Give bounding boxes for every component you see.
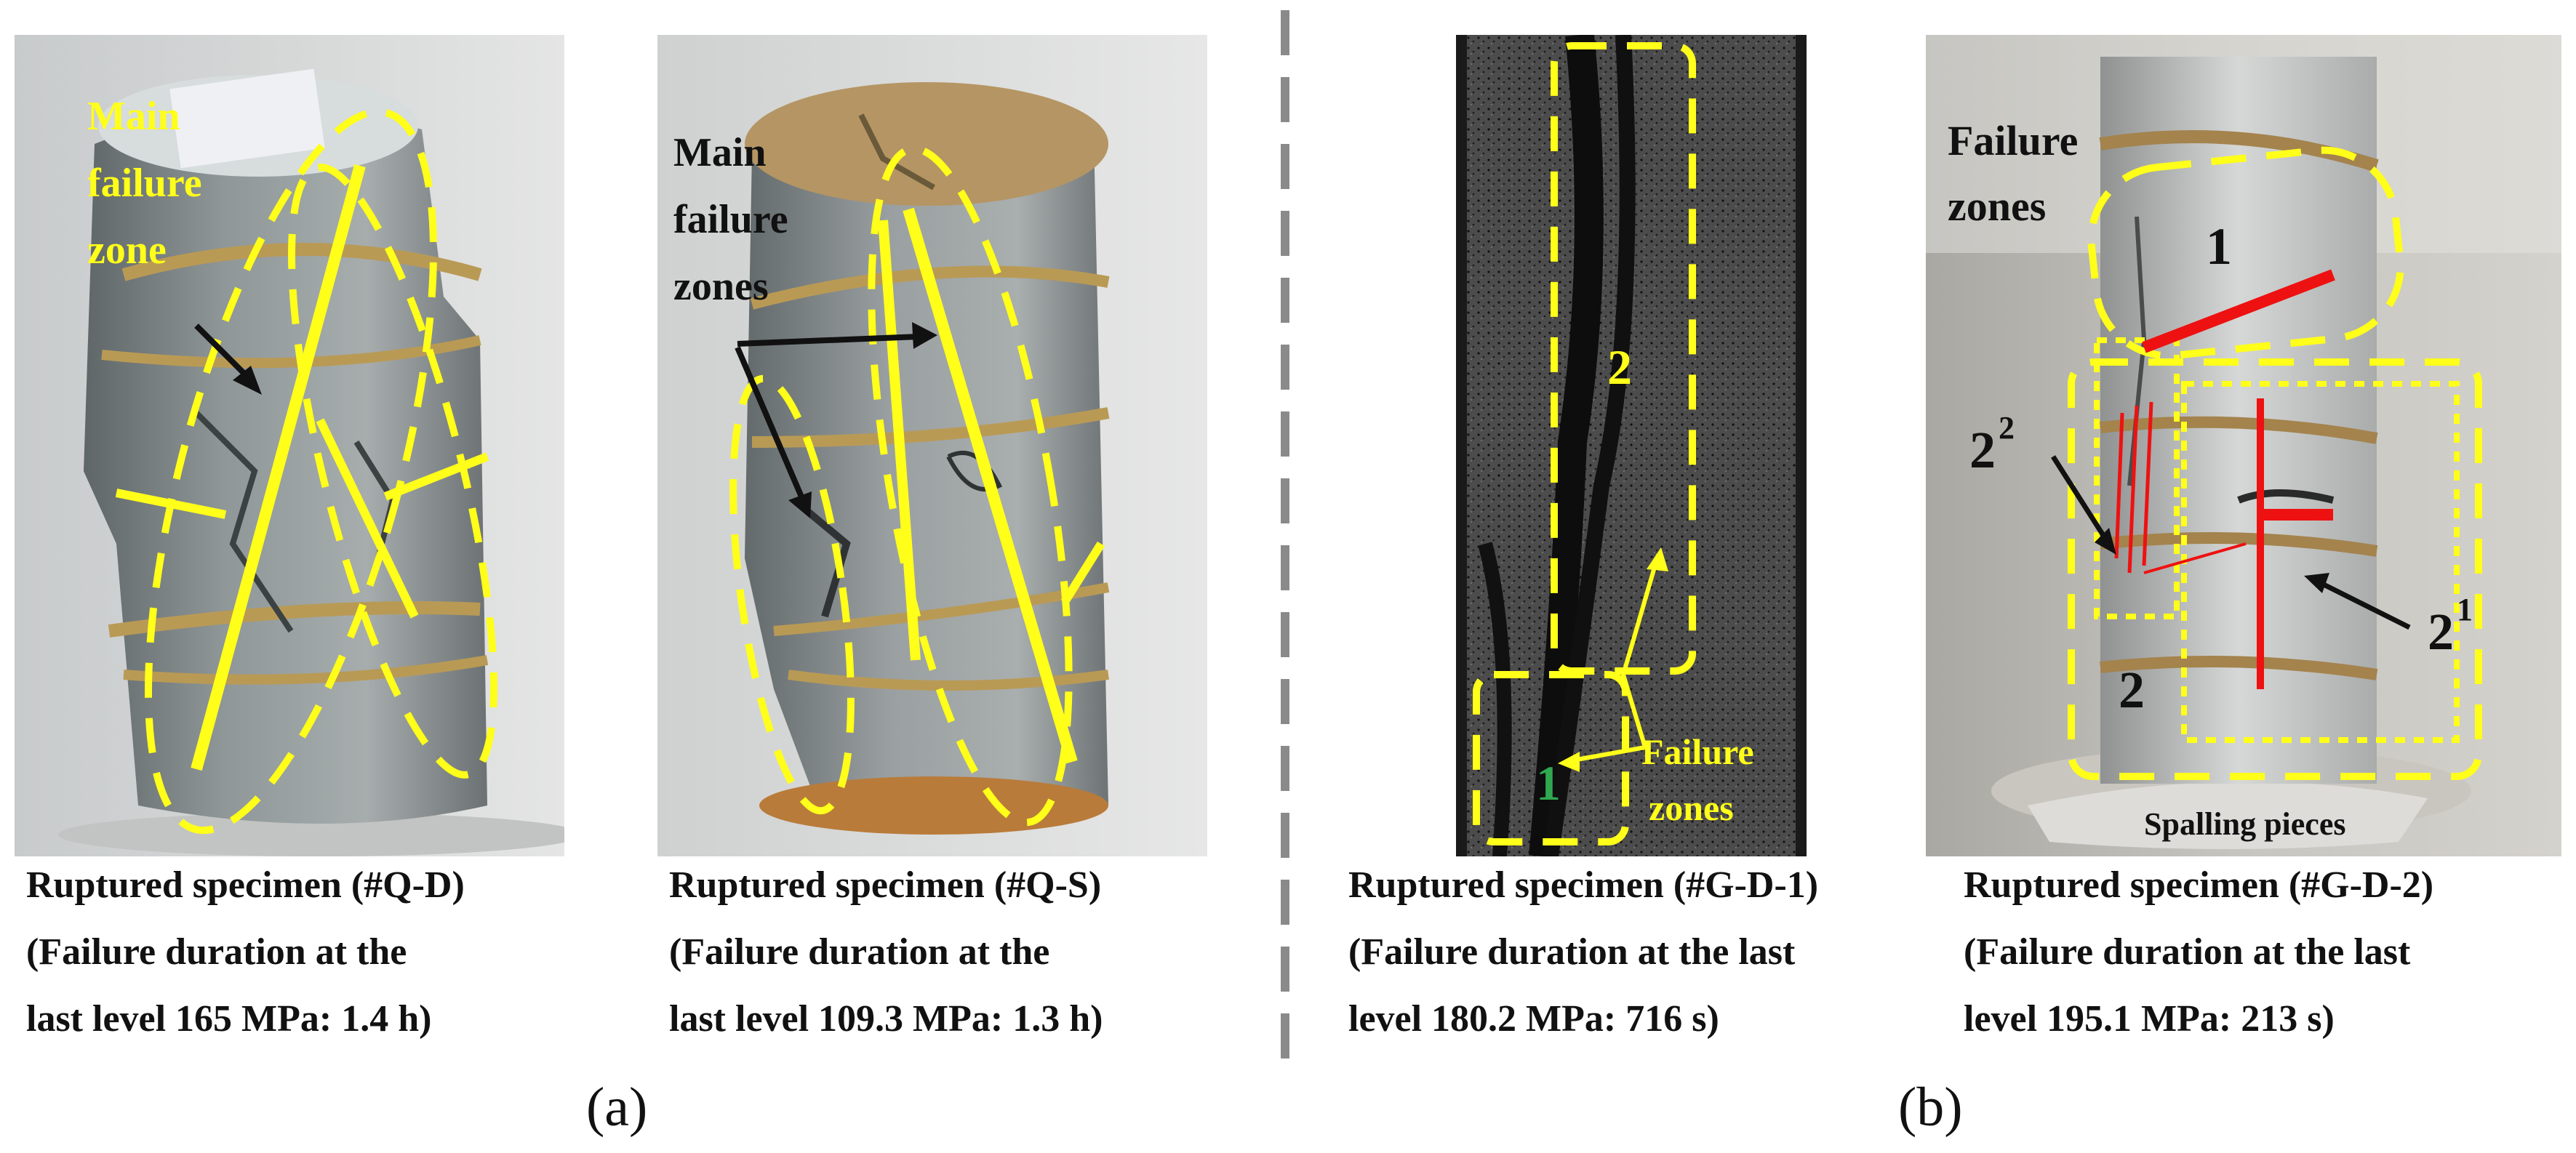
specimen-g-d-1-image: 2 1 Failure zones xyxy=(1456,35,1807,856)
zone-label-g2-superscript-2: 2 xyxy=(1999,410,2015,446)
annotation-main-failure-zones-2: failure xyxy=(673,197,788,242)
zone-label-g2-superscript-1: 1 xyxy=(2457,592,2473,627)
caption-q-d: Ruptured specimen (#Q-D) (Failure durati… xyxy=(26,852,465,1053)
caption-g-d-2: Ruptured specimen (#G-D-2) (Failure dura… xyxy=(1964,852,2433,1053)
caption-g-d-2-line-2: (Failure duration at the last xyxy=(1964,931,2411,973)
caption-g-d-1-line-3: level 180.2 MPa: 716 s) xyxy=(1348,998,1719,1040)
zone-label-g2-2-squared: 2 xyxy=(1969,421,1996,479)
photo-specimen-g-d-1: 2 1 Failure zones xyxy=(1456,35,1807,856)
caption-q-s-line-1: Ruptured specimen (#Q-S) xyxy=(669,864,1102,906)
caption-q-s-line-2: (Failure duration at the xyxy=(669,931,1050,973)
caption-q-s: Ruptured specimen (#Q-S) (Failure durati… xyxy=(669,852,1103,1053)
photo-specimen-g-d-2: Failure zones 1 2 2 2 1 2 Spalling piece… xyxy=(1926,35,2561,856)
annotation-main-failure-zone-3: zone xyxy=(87,228,167,273)
annotation-failure-zones-g1-1: Failure xyxy=(1641,731,1754,772)
caption-g-d-1: Ruptured specimen (#G-D-1) (Failure dura… xyxy=(1348,852,1818,1053)
caption-g-d-1-line-1: Ruptured specimen (#G-D-1) xyxy=(1348,864,1819,906)
caption-q-d-line-1: Ruptured specimen (#Q-D) xyxy=(26,864,465,906)
caption-q-d-line-3: last level 165 MPa: 1.4 h) xyxy=(26,998,432,1040)
annotation-main-failure-zone-2: failure xyxy=(87,161,202,206)
annotation-main-failure-zones-1: Main xyxy=(673,130,767,175)
zone-label-g2-2: 2 xyxy=(2119,661,2145,719)
panel-label-b: (b) xyxy=(1898,1077,1963,1138)
annotation-main-failure-zones-3: zones xyxy=(673,264,769,309)
caption-q-s-line-3: last level 109.3 MPa: 1.3 h) xyxy=(669,998,1103,1040)
specimen-q-s-image: Main failure zones xyxy=(657,35,1207,856)
annotation-failure-zones-g1-2: zones xyxy=(1649,787,1734,828)
zone-label-2: 2 xyxy=(1607,340,1632,395)
caption-g-d-2-line-1: Ruptured specimen (#G-D-2) xyxy=(1964,864,2434,906)
annotation-failure-zones-g2-2: zones xyxy=(1948,182,2046,230)
photo-specimen-q-s: Main failure zones xyxy=(657,35,1207,856)
annotation-main-failure-zone-1: Main xyxy=(87,94,180,139)
spalling-pieces-label: Spalling pieces xyxy=(2144,806,2346,842)
caption-g-d-2-line-3: level 195.1 MPa: 213 s) xyxy=(1964,998,2335,1040)
panel-divider xyxy=(1281,10,1289,1061)
annotation-failure-zones-g2-1: Failure xyxy=(1948,117,2078,164)
zone-label-g2-2-first: 2 xyxy=(2428,603,2454,661)
caption-g-d-1-line-2: (Failure duration at the last xyxy=(1348,931,1796,973)
panel-label-a: (a) xyxy=(586,1077,648,1138)
zone-label-1: 1 xyxy=(1536,755,1561,811)
photo-specimen-q-d: Main failure zone xyxy=(15,35,564,856)
zone-label-g2-1: 1 xyxy=(2206,217,2232,276)
specimen-q-d-image: Main failure zone xyxy=(15,35,564,856)
caption-q-d-line-2: (Failure duration at the xyxy=(26,931,407,973)
specimen-g-d-2-image: Failure zones 1 2 2 2 1 2 Spalling piece… xyxy=(1926,35,2561,856)
